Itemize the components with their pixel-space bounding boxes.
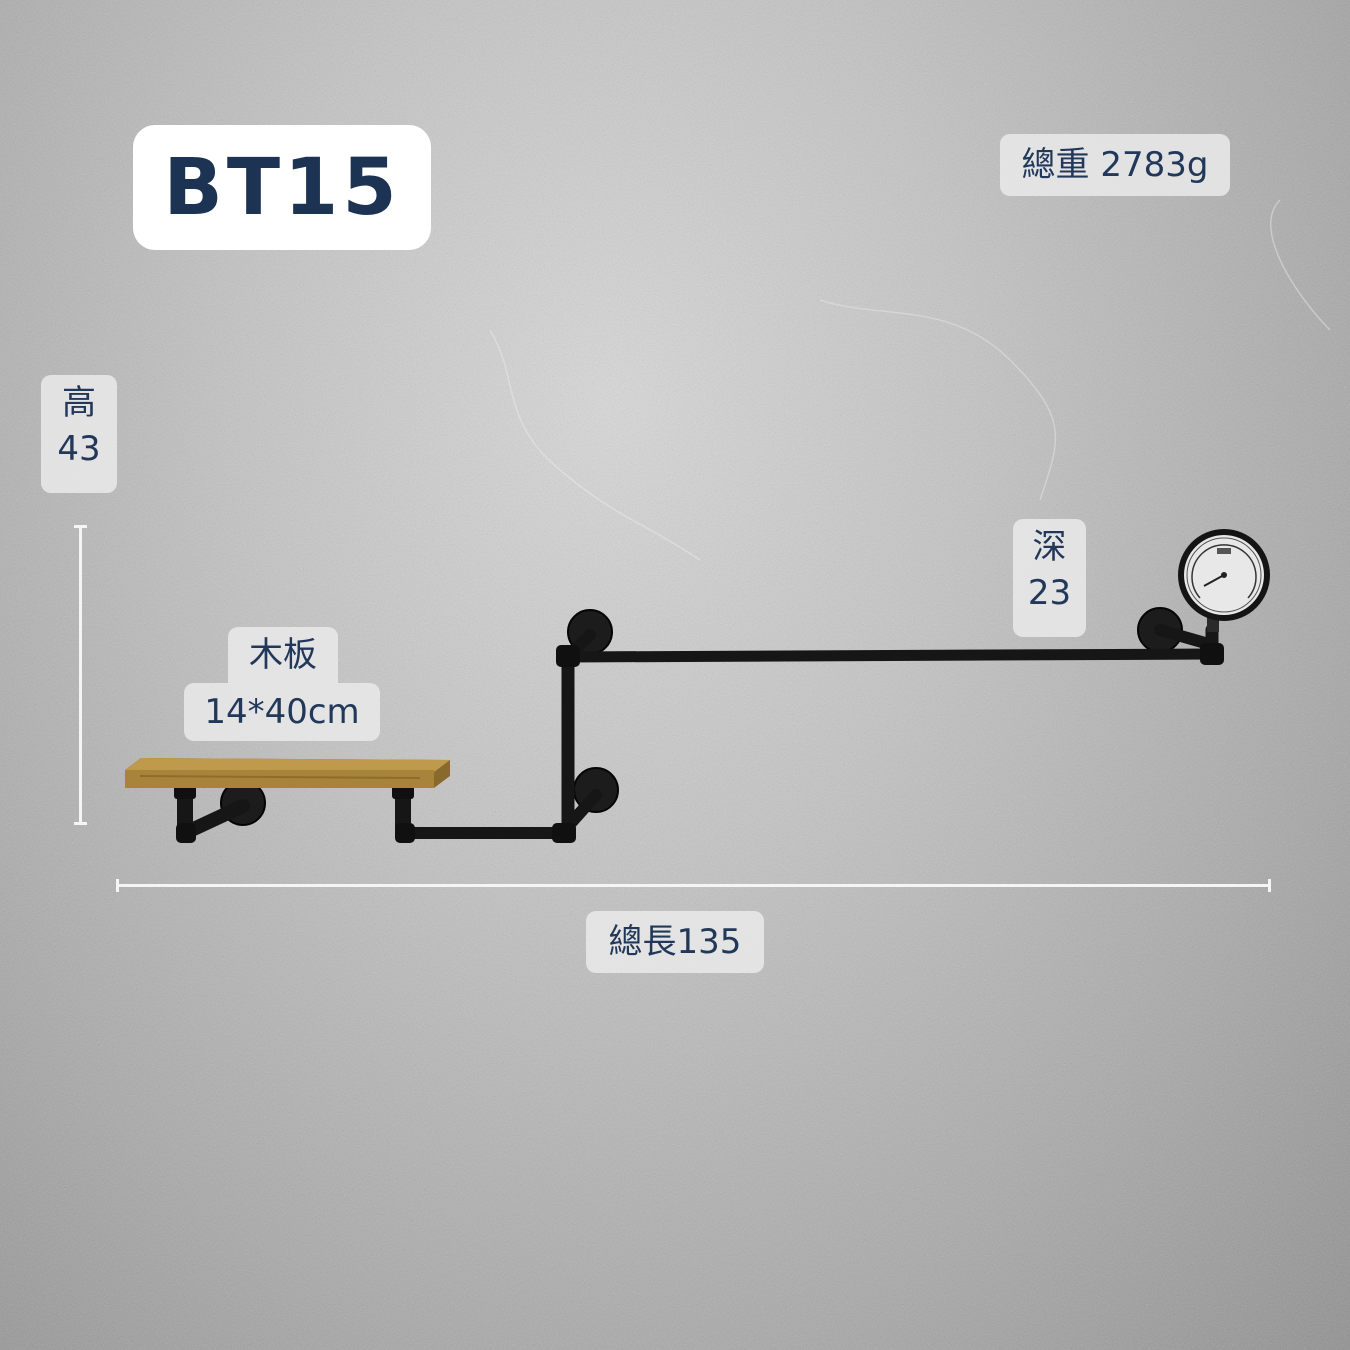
height-dimension-cap-top <box>74 525 87 528</box>
depth-value: 23 <box>1027 572 1072 613</box>
length-dimension-cap-left <box>116 879 119 892</box>
height-value: 43 <box>57 428 101 469</box>
height-dimension-line <box>79 527 82 824</box>
pressure-gauge-icon <box>1178 529 1270 632</box>
height-label: 高 43 <box>41 375 117 493</box>
depth-title: 深 <box>1032 527 1067 567</box>
wooden-board <box>125 758 450 788</box>
depth-label: 深 23 <box>1013 519 1086 637</box>
length-dimension-cap-right <box>1268 879 1271 892</box>
product-code: BT15 <box>163 142 401 233</box>
pipes <box>177 623 1219 841</box>
product-code-badge: BT15 <box>133 125 431 250</box>
length-text: 總長135 <box>608 922 742 962</box>
weight-text: 總重 2783g <box>1021 145 1209 185</box>
board-title: 木板 <box>249 635 317 675</box>
board-label: 木板 <box>228 627 338 683</box>
board-size: 14*40cm <box>204 692 360 732</box>
length-dimension-line <box>117 884 1270 887</box>
board-size-label: 14*40cm <box>184 683 380 741</box>
length-label: 總長135 <box>586 911 764 973</box>
height-title: 高 <box>62 383 96 423</box>
pipe-fittings <box>174 643 1224 843</box>
wall-flanges <box>220 607 1183 826</box>
weight-label: 總重 2783g <box>1000 134 1230 196</box>
height-dimension-cap-bottom <box>74 822 87 825</box>
